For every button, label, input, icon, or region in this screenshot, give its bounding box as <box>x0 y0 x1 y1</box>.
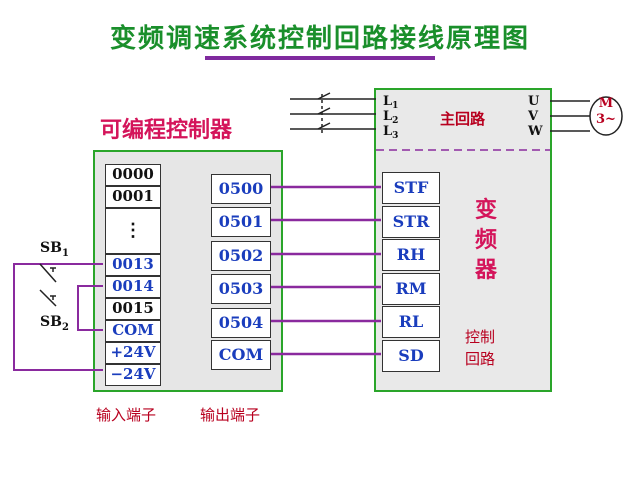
wire-sb2 <box>77 285 103 304</box>
wire-com-return <box>13 304 103 371</box>
output-terminal-0501: 0501 <box>211 207 271 237</box>
vfd-terminal-sd: SD <box>382 340 440 372</box>
vfd-terminal-rh: RH <box>382 239 440 271</box>
input-terminal-0013: 0013 <box>105 254 161 276</box>
input-terminal-0015: 0015 <box>105 298 161 320</box>
power-label-l3: L3 <box>383 124 398 141</box>
title-underline <box>205 56 435 60</box>
sb2-label: SB2 <box>40 314 69 333</box>
output-terminal-0502: 0502 <box>211 241 271 271</box>
output-w: W <box>527 124 543 139</box>
power-lines <box>290 98 376 130</box>
output-terminal-0500: 0500 <box>211 174 271 204</box>
plc-panel: 0000 0001 ⋮ 0013 0014 0015 COM +24V −24V… <box>93 150 283 392</box>
motor-label: M 3~ <box>590 96 622 128</box>
input-terminal-plus24v: +24V <box>105 342 161 364</box>
input-terminal-0001: 0001 <box>105 186 161 208</box>
ellipsis-vertical: ⋮ <box>124 220 142 241</box>
output-terminal-0503: 0503 <box>211 274 271 304</box>
diagram-title: 变频调速系统控制回路接线原理图 <box>109 24 530 54</box>
vfd-terminal-rl: RL <box>382 306 440 338</box>
switch-sb2 <box>39 289 57 307</box>
vfd-panel: STF STR RH RM RL SD <box>374 88 552 392</box>
power-label-l2-sub: 2 <box>392 116 398 126</box>
input-terminals-label: 输入端子 <box>96 406 157 424</box>
output-terminal-0504: 0504 <box>211 308 271 338</box>
motor-wires <box>550 100 590 132</box>
control-circuit-label: 控制回路 <box>464 328 495 368</box>
sb1-label-sub: 1 <box>62 248 69 259</box>
motor-icon <box>589 96 623 136</box>
switch-sb1 <box>39 263 57 283</box>
motor-label-line1: M <box>598 96 614 111</box>
motor-label-line2: 3~ <box>596 112 616 127</box>
output-v: V <box>527 109 539 124</box>
power-label-l1-sub: 1 <box>392 101 398 111</box>
vfd-terminal-stf: STF <box>382 172 440 204</box>
main-circuit-label: 主回路 <box>440 110 486 128</box>
vfd-title: 变频器 <box>474 198 497 283</box>
output-u: U <box>528 94 540 109</box>
input-terminal-minus24v: −24V <box>105 364 161 386</box>
input-terminal-0000: 0000 <box>105 164 161 186</box>
vfd-terminal-str: STR <box>382 206 440 238</box>
sb2-label-sub: 2 <box>62 322 69 333</box>
control-wires <box>271 185 381 356</box>
output-terminal-com: COM <box>211 340 271 370</box>
breaker <box>317 92 331 134</box>
input-terminal-com: COM <box>105 320 161 342</box>
plc-label: 可编程控制器 <box>100 118 233 143</box>
input-terminal-0014: 0014 <box>105 276 161 298</box>
sb1-label: SB1 <box>40 240 69 259</box>
wire-sb1 <box>13 263 103 304</box>
power-label-l3-sub: 3 <box>392 131 398 141</box>
wire-com <box>77 304 103 331</box>
vfd-terminal-rm: RM <box>382 273 440 305</box>
input-wires <box>13 263 103 371</box>
output-terminals-label: 输出端子 <box>200 406 261 424</box>
input-terminal-gap: ⋮ <box>105 208 161 254</box>
